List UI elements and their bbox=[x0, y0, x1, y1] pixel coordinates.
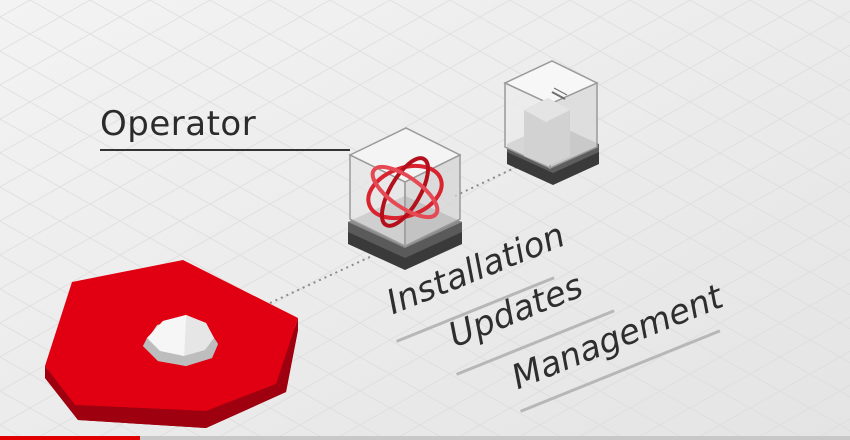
video-progress-bar[interactable] bbox=[0, 436, 850, 440]
operator-cube-icon bbox=[348, 127, 462, 270]
video-progress-fill bbox=[0, 436, 141, 440]
diagram-title: Operator bbox=[100, 104, 257, 144]
white-octagon-gem-icon bbox=[143, 315, 218, 366]
atom-rings-icon bbox=[366, 156, 444, 228]
title-underline bbox=[100, 149, 350, 151]
application-cube-icon bbox=[503, 60, 599, 185]
connector-line-operator-app bbox=[454, 162, 526, 197]
